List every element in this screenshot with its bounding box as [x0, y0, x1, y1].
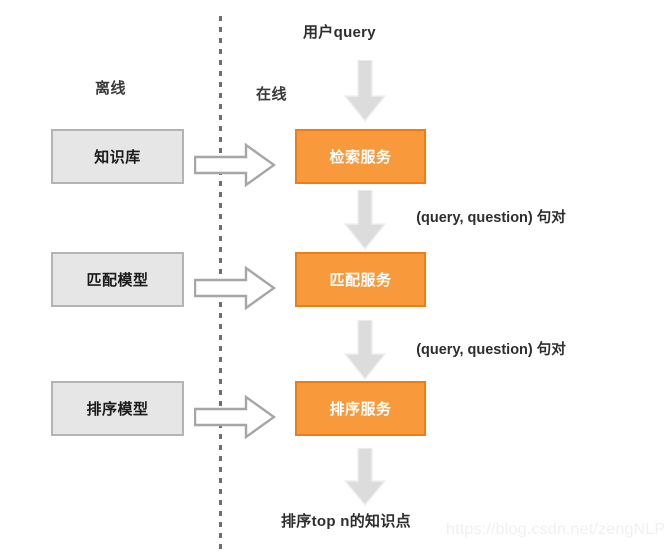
online-box-matching-service[interactable]: 匹配服务: [295, 252, 426, 307]
watermark: https://blog.csdn.net/zengNLP: [446, 521, 664, 538]
online-box-retrieval-service[interactable]: 检索服务: [295, 129, 426, 184]
offline-box-ranking-model[interactable]: 排序模型: [51, 381, 184, 436]
flow-note-retrieval-to-matching: (query, question) 句对: [416, 210, 566, 226]
down-arrow-icon-retrieval-to-matching: [343, 189, 387, 255]
down-arrow-icon-matching-to-ranking: [343, 319, 387, 385]
down-arrow-icon-ranking-to-output: [343, 447, 387, 511]
section-label-offline: 离线: [95, 80, 127, 97]
down-arrow-icon-query-to-retrieval: [343, 59, 387, 127]
flow-note-matching-to-ranking: (query, question) 句对: [416, 342, 566, 358]
right-arrow-icon-ranking-model-to-service: [193, 394, 277, 444]
offline-box-knowledge-base[interactable]: 知识库: [51, 129, 184, 184]
offline-box-knowledge-base-label: 知识库: [94, 149, 141, 166]
right-arrow-icon-knowledge-base-to-retrieval: [193, 142, 277, 192]
page-title-user-query: 用户query: [303, 24, 376, 41]
online-box-ranking-service[interactable]: 排序服务: [295, 381, 426, 436]
offline-box-matching-model-label: 匹配模型: [86, 272, 149, 289]
online-box-ranking-service-label: 排序服务: [329, 401, 392, 418]
offline-box-matching-model[interactable]: 匹配模型: [51, 252, 184, 307]
output-label-top-n-knowledge-points: 排序top n的知识点: [281, 513, 411, 530]
right-arrow-icon-matching-model-to-service: [193, 265, 277, 315]
online-box-matching-service-label: 匹配服务: [329, 272, 392, 289]
online-box-retrieval-service-label: 检索服务: [329, 149, 392, 166]
offline-box-ranking-model-label: 排序模型: [86, 401, 149, 418]
section-label-online: 在线: [256, 86, 288, 103]
